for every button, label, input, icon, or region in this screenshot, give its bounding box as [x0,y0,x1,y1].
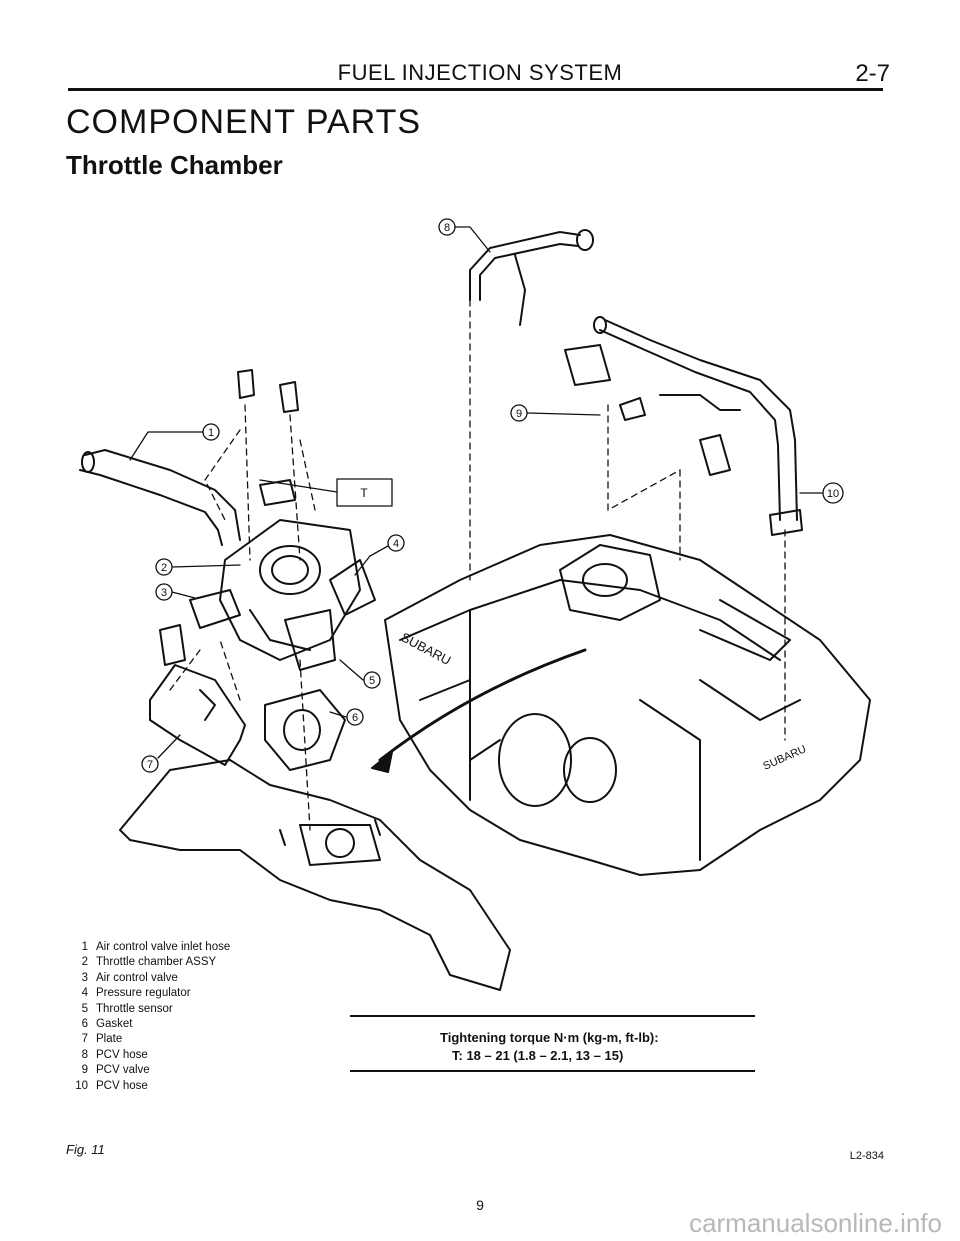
legend-number: 6 [81,1018,88,1031]
legend-label: PCV valve [96,1064,150,1077]
legend-label: Air control valve inlet hose [96,941,231,953]
throttle-sensor [284,609,336,671]
legend-item: 10 PCV hose [66,1079,230,1094]
direction-arrow [371,648,587,773]
callout-10: 10 [822,482,844,504]
parts-legend: 1 Air control valve inlet hose 2 Throttle c… [66,940,230,1094]
inlet-hose [79,449,241,546]
header-title: FUEL INJECTION SYSTEM [337,60,623,85]
legend-item: 1 Air control valve inlet hose [66,940,231,955]
callout-6: 6 [346,708,364,726]
callout-7: 7 [141,755,159,773]
torque-heading: Tightening torque N·m (kg-m, ft-lb): [440,1030,659,1045]
legend-number: 5 [81,1002,88,1015]
page-number: 9 [476,1197,484,1213]
callout-4: 4 [387,534,405,552]
legend-item: 2 Throttle chamber ASSY [66,955,230,970]
legend-label: Plate [96,1033,123,1046]
svg-text:5: 5 [369,675,375,687]
pcv-valve-hose [564,316,803,536]
legend-item: 9 PCV valve [66,1063,230,1078]
svg-text:T: T [360,486,368,500]
torque-rule-top [350,1015,755,1017]
svg-text:7: 7 [147,759,153,771]
intake-manifold [119,759,511,991]
legend-label: Throttle sensor [96,1002,173,1015]
header-rule [68,88,883,91]
legend-label: Gasket [96,1018,133,1031]
svg-text:9: 9 [516,408,522,420]
callout-1: 1 [202,423,220,441]
pressure-regulator [329,559,376,616]
plate [149,664,246,766]
torque-rule-bottom [350,1070,755,1072]
callout-9: 9 [510,404,528,422]
svg-text:8: 8 [444,222,450,234]
connectors [237,369,299,413]
svg-text:10: 10 [827,488,839,500]
legend-item: 3 Air control valve [66,971,230,986]
leader-lines [129,226,823,759]
legend-label: PCV hose [96,1079,148,1092]
legend-item: 5 Throttle sensor [66,1002,230,1017]
watermark: carmanualsonline.info [689,1208,942,1238]
legend-label: PCV hose [96,1048,148,1061]
svg-text:2: 2 [161,562,167,574]
legend-item: 8 PCV hose [66,1048,230,1063]
legend-label: Pressure regulator [96,987,191,1000]
legend-item: 7 Plate [66,1032,230,1047]
legend-number: 3 [81,971,88,984]
legend-number: 7 [81,1033,88,1046]
figure-label: Fig. 11 [66,1142,105,1157]
subtitle: Throttle Chamber [66,150,283,180]
air-control-valve [159,589,241,666]
legend-label: Air control valve [96,971,178,984]
assembly-lines [169,299,786,831]
legend-item: 4 Pressure regulator [66,986,230,1001]
torque-box: T [336,478,393,507]
throttle-chamber [219,479,361,661]
drawing-code: L2-834 [849,1150,884,1162]
svg-text:4: 4 [393,538,399,550]
svg-text:6: 6 [352,712,358,724]
gasket [264,689,346,771]
legend-number: 10 [75,1079,88,1092]
torque-value: T: 18 – 21 (1.8 – 2.1, 13 – 15) [452,1048,624,1063]
callout-2: 2 [155,558,173,576]
legend-number: 1 [81,941,88,953]
callout-3: 3 [155,583,173,601]
header-page-ref: 2-7 [855,60,890,87]
legend-number: 8 [81,1048,88,1061]
svg-text:3: 3 [161,587,167,599]
svg-text:1: 1 [208,427,214,439]
callout-5: 5 [363,671,381,689]
callouts: 1 2 3 4 5 6 7 8 [141,218,844,773]
exploded-diagram: 1 2 3 4 5 6 7 8 [79,218,871,991]
engine-brand-left: SUBARU [399,629,454,668]
legend-number: 2 [81,956,88,969]
legend-number: 4 [81,987,88,1000]
legend-number: 9 [81,1064,88,1077]
engine-brand-right: SUBARU [761,743,808,773]
legend-item: 6 Gasket [66,1017,230,1032]
pcv-hose-8 [469,229,594,326]
section-title: COMPONENT PARTS [66,103,422,141]
callout-8: 8 [438,218,456,236]
legend-label: Throttle chamber ASSY [96,956,217,969]
engine-block [384,534,871,876]
